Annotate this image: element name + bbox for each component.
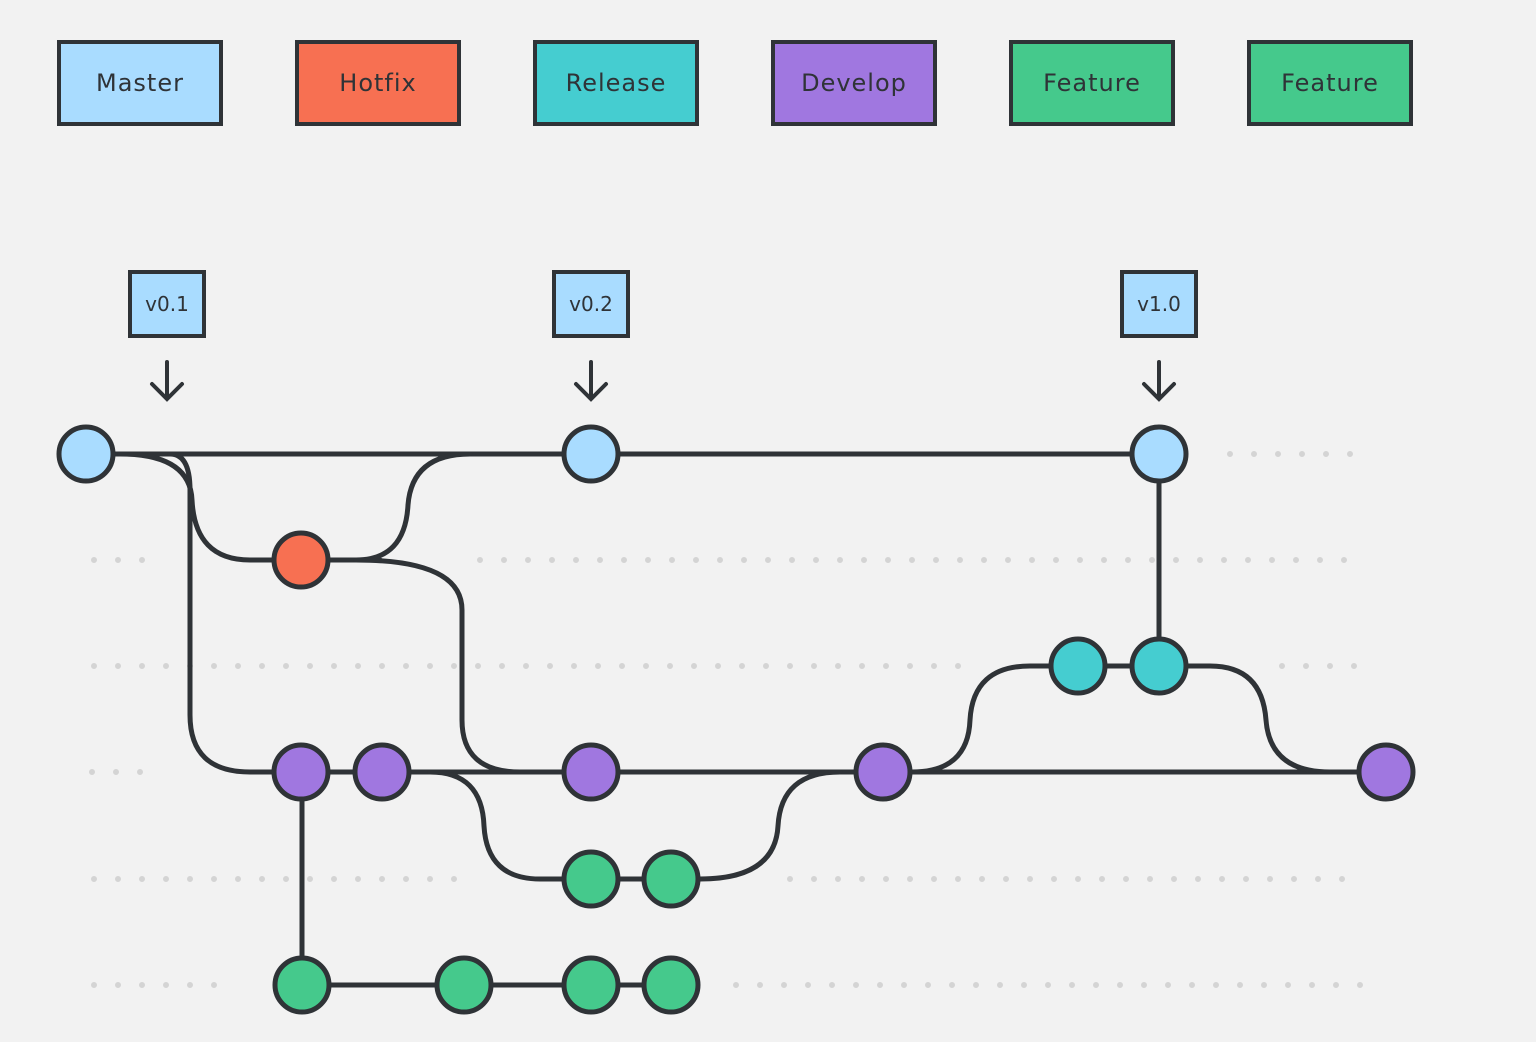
feature-commit — [434, 955, 494, 1015]
legend-release-label: Release — [565, 69, 667, 97]
arrow-down-icon — [150, 360, 184, 402]
tag-v0-1: v0.1 — [128, 270, 206, 338]
arrow-down-icon — [574, 360, 608, 402]
branch-to-hotfix — [117, 451, 383, 563]
tag-v1-0-label: v1.0 — [1137, 292, 1181, 316]
release-merge-develop — [1156, 663, 1333, 775]
develop-commit — [1356, 742, 1416, 802]
legend-develop-label: Develop — [801, 69, 907, 97]
release-commit — [1048, 636, 1108, 696]
hotfix-merge-develop — [353, 557, 523, 775]
feature-commit — [561, 849, 621, 909]
branch-lines — [83, 451, 1389, 988]
hotfix-merge-master — [353, 451, 473, 563]
feature-commit — [641, 849, 701, 909]
feature1-merge — [697, 769, 843, 882]
develop-commit — [853, 742, 913, 802]
legend-develop: Develop — [771, 40, 937, 126]
tag-arrows — [150, 360, 1176, 402]
tag-v0-2: v0.2 — [552, 270, 630, 338]
legend-hotfix-label: Hotfix — [339, 69, 417, 97]
commits — [56, 424, 1416, 1015]
legend-feature-2: Feature — [1247, 40, 1413, 126]
tag-v0-2-label: v0.2 — [569, 292, 613, 316]
master-commit-v0-2 — [561, 424, 621, 484]
master-commit-v1-0 — [1129, 424, 1189, 484]
develop-commit — [271, 742, 331, 802]
feature-commit — [641, 955, 701, 1015]
hotfix-commit — [271, 530, 331, 590]
branch-to-develop — [167, 451, 303, 775]
legend-master-label: Master — [96, 69, 184, 97]
develop-commit — [352, 742, 412, 802]
release-branch — [909, 663, 1162, 775]
tag-v1-0: v1.0 — [1120, 270, 1198, 338]
arrow-down-icon — [1142, 360, 1176, 402]
legend-feature-1-label: Feature — [1043, 69, 1141, 97]
lane-guides — [89, 451, 1365, 988]
tag-v0-1-label: v0.1 — [145, 292, 189, 316]
develop-commit — [561, 742, 621, 802]
legend-release: Release — [533, 40, 699, 126]
legend-master: Master — [57, 40, 223, 126]
release-commit — [1129, 636, 1189, 696]
feature-commit — [561, 955, 621, 1015]
legend-feature-1: Feature — [1009, 40, 1175, 126]
feature1-branch — [427, 769, 703, 882]
legend-feature-2-label: Feature — [1281, 69, 1379, 97]
feature-commit — [272, 955, 332, 1015]
legend-hotfix: Hotfix — [295, 40, 461, 126]
master-commit-v0-1 — [56, 424, 116, 484]
